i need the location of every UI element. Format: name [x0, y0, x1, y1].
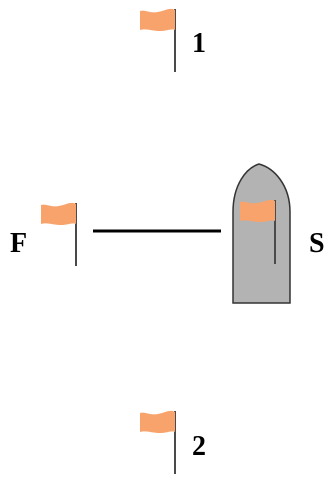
label-s: S: [309, 228, 325, 259]
flag-s-banner: [240, 199, 275, 222]
label-2: 2: [192, 431, 206, 462]
ship-s: [232, 163, 291, 304]
flag-1-banner: [140, 8, 175, 31]
ship-hull: [232, 163, 291, 304]
flag-2-banner: [140, 410, 175, 433]
flag-2: [140, 410, 176, 474]
flag-f: [41, 202, 77, 266]
label-f: F: [10, 228, 27, 259]
flag-1: [140, 8, 176, 72]
flag-f-banner: [41, 202, 76, 225]
label-1: 1: [192, 28, 206, 59]
